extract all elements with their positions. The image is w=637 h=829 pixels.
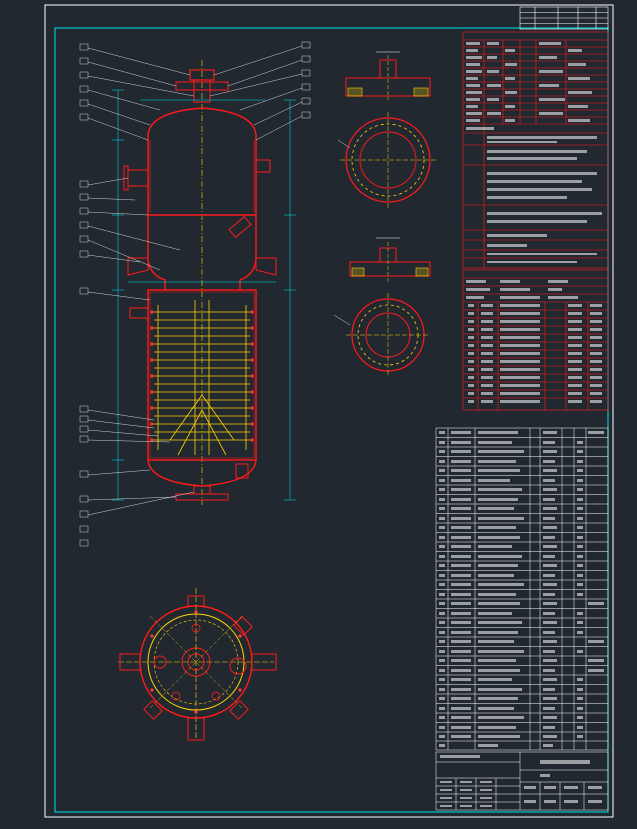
support-lug-left [127, 257, 149, 276]
nozzle-table [462, 269, 609, 411]
sheet-border [44, 4, 614, 818]
coil-connection-dots [150, 310, 254, 442]
plan-nozzle-se [229, 700, 249, 720]
parts-list-fill-marks [439, 431, 604, 747]
spec-table-fill-marks [466, 42, 602, 263]
plan-nozzle-ne [233, 616, 253, 636]
vessel-elevation [79, 41, 311, 547]
title-block-fill-marks [440, 755, 602, 807]
upper-shell [147, 107, 257, 216]
leader-lines [87, 45, 303, 516]
callout-boxes [79, 41, 311, 547]
section-detail-a [337, 51, 436, 208]
plan-nozzle-south [187, 717, 205, 741]
support-lug-right [255, 257, 277, 276]
upper-right-nozzle [255, 159, 271, 173]
title-block [435, 751, 609, 811]
detail-a-ring-outer [345, 117, 431, 203]
coil-bundle [154, 300, 250, 456]
revision-box [519, 6, 609, 30]
plan-view [118, 588, 277, 741]
plan-nozzle-west [119, 653, 141, 671]
nozzle-table-fill-marks [466, 280, 602, 403]
spec-table [462, 31, 609, 269]
lower-left-nozzle [129, 307, 149, 319]
drawing-frame [54, 27, 609, 813]
plan-nozzle-sw [143, 700, 163, 720]
dimension-lines [112, 89, 296, 501]
parts-list-table [435, 427, 609, 751]
plan-nozzle-east [251, 653, 277, 671]
lower-shell [147, 289, 257, 461]
upper-left-nozzle [127, 169, 149, 187]
inclined-nozzle [228, 216, 252, 238]
plan-nozzle-north [187, 595, 205, 607]
section-detail-b [333, 237, 431, 377]
